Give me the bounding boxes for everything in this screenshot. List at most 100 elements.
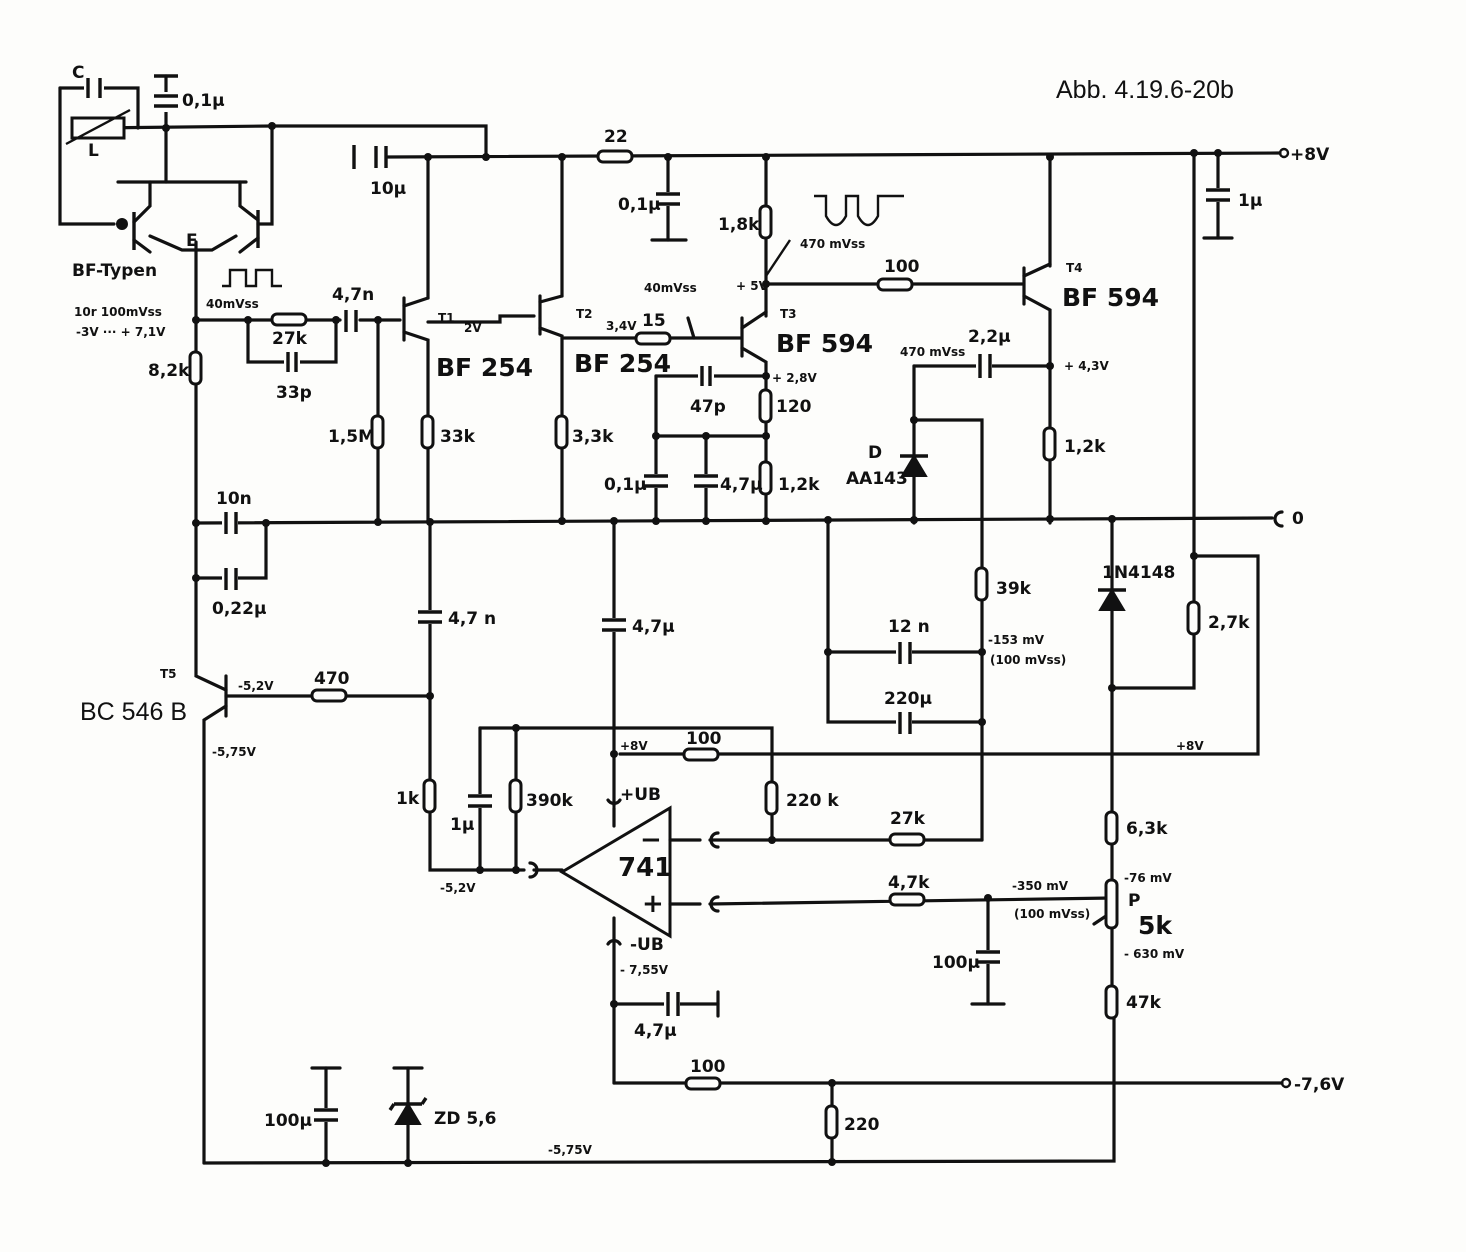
label-v-350-pp: (100 mVss) [1014,907,1090,921]
label-t1: T1 [438,311,455,325]
label-bias-note: -3V ··· + 7,1V [76,325,166,339]
resistor-1k2-t4 [1042,426,1057,462]
resistor-27k-fb [888,832,926,847]
label-r-1k: 1k [396,789,420,809]
label-c-01u-dec: 0,1µ [618,195,661,215]
resistor-27k-in [270,312,308,327]
label-v-755: - 7,55V [620,963,669,977]
label-v-153-pp: (100 mVss) [990,653,1066,667]
label-zd: ZD 5,6 [434,1109,496,1129]
resistor-100-bot [684,1076,722,1091]
label-zero: 0 [1292,509,1304,529]
label-c-4u7-mid: 4,7µ [632,617,675,637]
label-c-10u: 10µ [370,179,406,199]
label-node-4v3: + 4,3V [1064,359,1109,373]
label-ub-plus: +UB [620,785,661,805]
label-r-22: 22 [604,127,628,147]
resistor-47k [1104,984,1119,1020]
resistor-1M5 [370,414,385,450]
label-d-type: AA143 [846,469,908,489]
label-r-47k: 47k [1126,993,1162,1013]
label-d-1n4148: 1N4148 [1102,563,1175,583]
label-r-470: 470 [314,669,350,689]
label-d: D [868,443,882,463]
capacitors [84,74,1230,1122]
resistor-33k [420,414,435,450]
label-op-plus: + [642,889,664,919]
label-freq-note: 10r 100mVss [74,305,162,319]
label-t5: T5 [160,667,177,681]
junctions [162,122,1222,1167]
label-c-2u2: 2,2µ [968,327,1011,347]
zero-terminal [1273,510,1284,528]
resistors [188,149,1201,1140]
label-t2-3v4: 3,4V [606,319,637,333]
label-node-2v8: + 2,8V [772,371,817,385]
resistor-100-op [682,747,720,762]
label-t1-type: BF 254 [436,353,533,382]
label-r-27k-in: 27k [272,329,308,349]
resistor-6k3 [1104,810,1119,846]
square-wave-in [222,268,282,288]
label-v-76: -76 mV [1124,871,1172,885]
label-c-100u-bot: 100µ [264,1111,312,1131]
label-c-220u: 220µ [884,689,932,709]
label-node-5v: + 5V [736,279,769,293]
label-r-1k8: 1,8k [718,215,760,235]
label-r-2k7: 2,7k [1208,613,1250,633]
label-r-100-t4: 100 [884,257,920,277]
resistor-39k [974,566,989,602]
label-t4-type: BF 594 [1062,283,1159,312]
resistor-100-t4 [876,277,914,292]
label-r-33k: 33k [440,427,476,447]
label-r-220: 220 [844,1115,880,1135]
resistor-22 [596,149,634,164]
label-bf-typen: BF-Typen [72,261,157,281]
label-t2-type: BF 254 [574,349,671,378]
label-plus8v: +8V [1290,145,1330,165]
resistor-8k2 [188,350,203,386]
potentiometer-5k [1104,878,1119,930]
label-t5-type: BC 546 B [80,698,187,726]
label-r-120: 120 [776,397,812,417]
resistor-470 [310,688,348,703]
label-op-type: 741 [618,853,672,883]
label-r-39k: 39k [996,579,1032,599]
resistor-2k7 [1186,600,1201,636]
resistor-220 [824,1104,839,1140]
resistor-3k3 [554,414,569,450]
label-r-1M5: 1,5M [328,427,375,447]
diodes [388,454,1126,1125]
label-r-220k: 220 k [786,791,839,811]
label-op-8v: +8V [620,739,648,753]
label-t2: T2 [576,307,593,321]
label-v-5v75-bot: -5,75V [548,1143,593,1157]
label-amp-note: 40mVss [206,297,259,311]
label-c-12n: 12 n [888,617,930,637]
label-c-47p: 47p [690,397,726,417]
label-amp-470b: 470 mVss [900,345,965,359]
label-p: P [1128,891,1140,911]
label-c-4u7-neg: 4,7µ [634,1021,677,1041]
label-r-100-op: 100 [686,729,722,749]
label-r-27k-fb: 27k [890,809,926,829]
resistor-1k8 [758,204,773,240]
label-c-1u-op: 1µ [450,815,474,835]
label-r-4k7: 4,7k [888,873,930,893]
label-r-1k2-t3: 1,2k [778,475,820,495]
label-c-4n7-mid: 4,7 n [448,609,496,629]
label-minus76v: -7,6V [1294,1075,1345,1095]
resistor-1k [422,778,437,814]
label-t3: T3 [780,307,797,321]
resistor-4k7 [888,892,926,907]
plus8v-terminal [1278,147,1290,159]
variable-arrow [65,108,131,146]
label-r-1k2-t4: 1,2k [1064,437,1106,457]
label-l: L [88,141,99,161]
label-c-100u-op: 100µ [932,953,980,973]
label-c-10n: 10n [216,489,252,509]
label-r-6k3: 6,3k [1126,819,1168,839]
label-t1-2v: 2V [464,321,482,335]
label-amp-40: 40mVss [644,281,697,295]
label-r-100-bot: 100 [690,1057,726,1077]
